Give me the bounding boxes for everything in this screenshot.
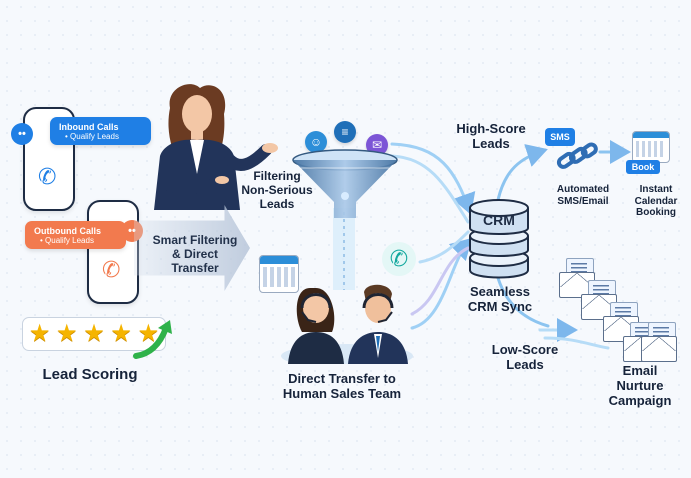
inbound-phone: ✆ [23,107,75,211]
booking-calendar-icon [632,131,670,163]
sms-bubble-icon: SMS [545,128,575,146]
star-icon: ★ [83,320,105,347]
envelope-icon [641,336,677,362]
database-icon [469,199,529,279]
inbound-calls-bubble: Inbound Calls • Qualify Leads [50,117,151,145]
star-icon: ★ [56,320,78,347]
chain-link-icon [556,142,598,169]
sms-badge: SMS [550,132,570,142]
star-icon: ★ [110,320,132,347]
star-icon: ★ [137,320,160,347]
low-score-to-emails-2 [543,336,610,350]
phone-ringing-icon: ✆ [382,242,416,276]
funnel-stream [333,208,355,290]
inbound-calls-sub: Qualify Leads [70,132,119,141]
low-score-label: Low-Score Leads [491,342,559,372]
document-icon: ≡ [334,121,356,143]
outbound-calls-bubble: Outbound Calls • Qualify Leads [25,221,126,249]
direct-transfer-label: Direct Transfer to Human Sales Team [282,371,402,401]
phone-to-crm-line [418,230,470,264]
outbound-calls-title: Outbound Calls [34,226,101,236]
star-icon: ★ [28,320,51,347]
funnel-to-crm-line-2 [390,154,470,224]
smart-filtering-label: Smart Filtering & Direct Transfer [152,233,238,275]
crm-badge: CRM [483,212,515,228]
email-nurture-label: Email Nurture Campaign [608,363,672,408]
calendar-icon [259,255,299,293]
funnel-icon [292,149,398,218]
high-score-label: High-Score Leads [456,121,526,151]
automated-sms-label: Automated SMS/Email [556,184,610,207]
agents-to-crm-line [410,237,473,330]
inbound-calls-title: Inbound Calls [59,122,119,132]
mail-icon: ✉ [366,134,388,156]
book-button: Book [626,160,660,174]
outbound-phone: ✆ [87,200,139,304]
calendar-booking-label: Instant Calendar Booking [634,184,678,218]
crm-to-low-score-line [496,276,550,328]
outbound-calls-sub: Qualify Leads [45,236,94,245]
crm-sync-label: Seamless CRM Sync [467,284,533,314]
phone-icon: ✆ [102,257,121,282]
crm-to-high-score-line [496,144,548,202]
phone-icon: ✆ [38,164,57,189]
headset-agent-icon [281,284,413,364]
lead-scoring-label: Lead Scoring [42,366,138,383]
presenter-figure [154,84,278,210]
star-rating: ★ ★ ★ ★ ★ [22,317,166,351]
agents-to-crm-line-2 [410,246,470,316]
book-badge: Book [631,162,655,172]
filtering-label: Filtering Non-Serious Leads [241,169,313,211]
funnel-to-crm-line [390,142,476,215]
user-icon: ☺ [305,131,327,153]
growth-arrow-icon [133,320,172,359]
chat-dots-icon: •• [11,123,33,145]
